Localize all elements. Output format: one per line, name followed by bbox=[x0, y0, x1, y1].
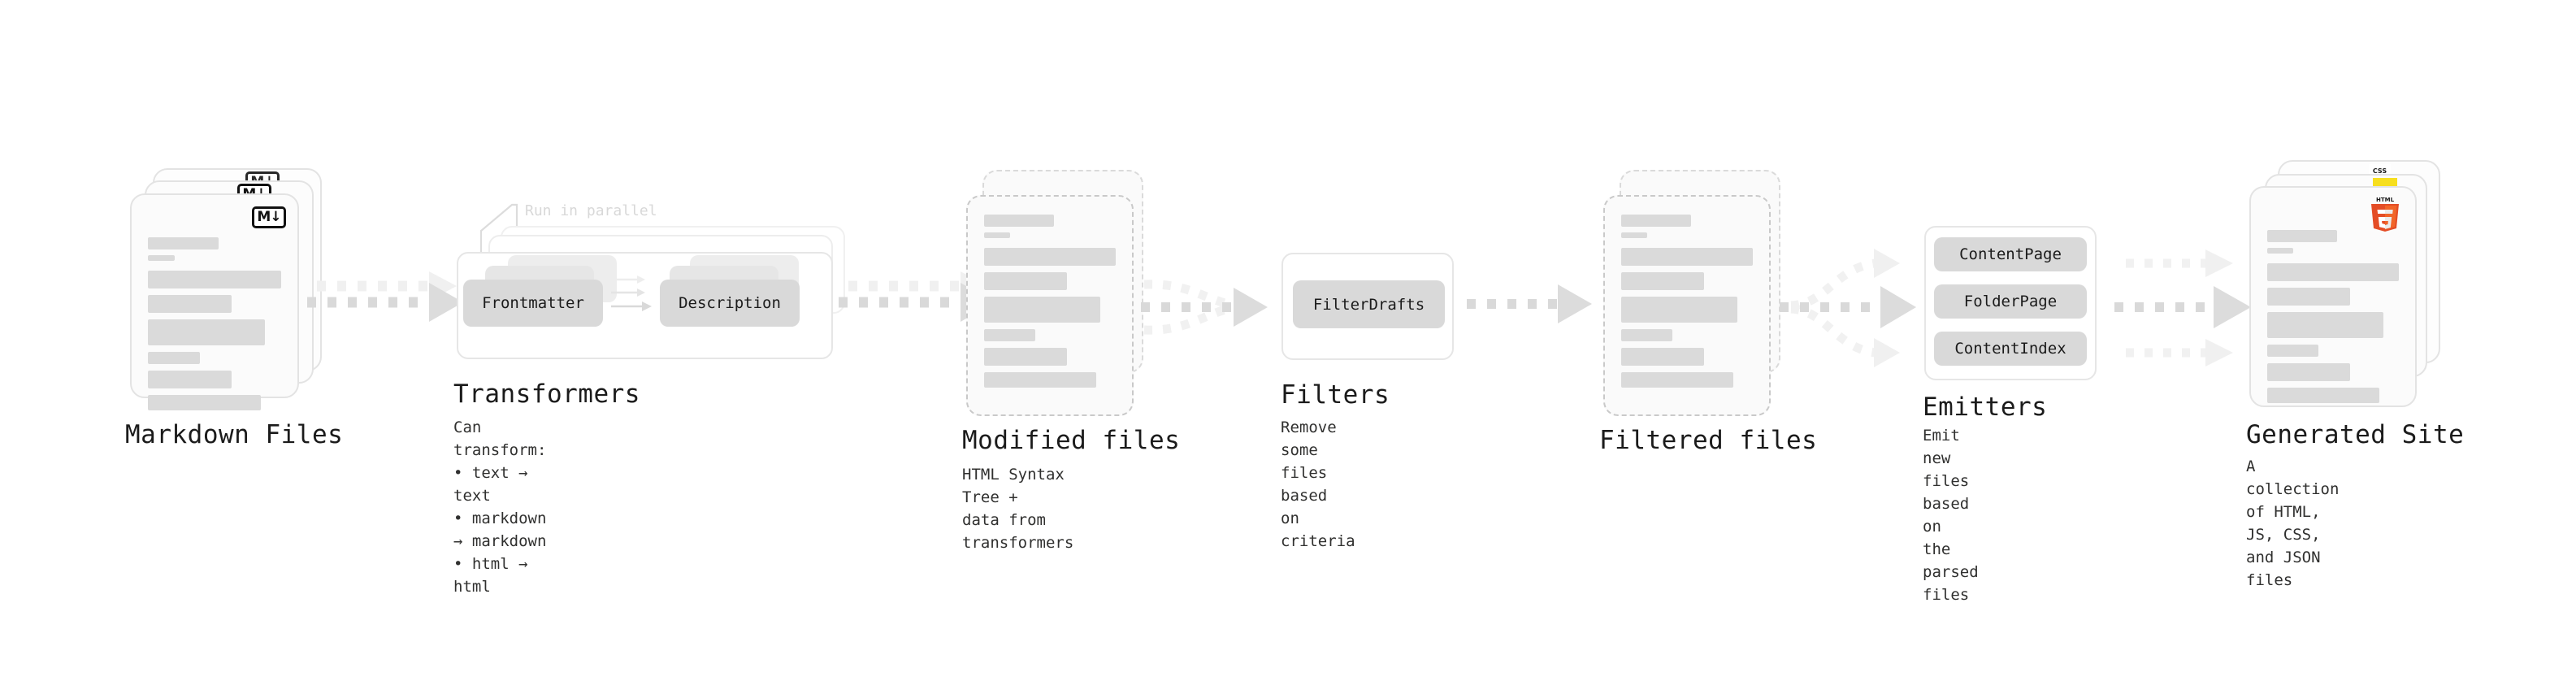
stage-title-filtered-files: Filtered files bbox=[1599, 426, 1818, 455]
content-bar bbox=[2267, 363, 2351, 381]
filtered-card-front bbox=[1603, 195, 1771, 416]
modified-card-front bbox=[966, 195, 1134, 416]
content-bar bbox=[148, 295, 232, 313]
stage-desc-generated-site: A collection of HTML, JS, CSS, and JSON … bbox=[2246, 458, 2340, 589]
content-bar bbox=[984, 329, 1036, 341]
content-bar bbox=[984, 232, 1011, 238]
content-bar bbox=[984, 348, 1068, 366]
connector-markdown-to-transformers bbox=[307, 271, 463, 322]
content-bar bbox=[148, 271, 281, 288]
transformer-chip-description[interactable]: Description bbox=[660, 280, 800, 327]
content-bar bbox=[2267, 345, 2319, 357]
connector-filtered-to-emitters bbox=[1780, 249, 1916, 367]
content-bar bbox=[984, 248, 1116, 266]
content-bar bbox=[984, 215, 1054, 227]
content-bar bbox=[1621, 372, 1733, 388]
stage-desc-filters: Remove some files based on criteria bbox=[1281, 419, 1355, 550]
content-bar bbox=[1621, 248, 1753, 266]
content-bar bbox=[148, 319, 266, 345]
run-in-parallel-label: Run in parallel bbox=[525, 202, 657, 219]
transformer-chip-frontmatter[interactable]: Frontmatter bbox=[463, 280, 603, 327]
html5-icon: HTML bbox=[2371, 197, 2399, 232]
stage-title-markdown-files: Markdown Files bbox=[125, 420, 344, 449]
transformer-inner-arrows bbox=[611, 275, 652, 311]
content-bar bbox=[984, 297, 1100, 323]
content-bar bbox=[148, 395, 262, 410]
connector-filters-to-filtered bbox=[1467, 284, 1592, 323]
content-bar bbox=[148, 255, 175, 261]
stage-desc-modified-files: HTML Syntax Tree + data from transformer… bbox=[962, 466, 1074, 552]
markdown-icon: M↓ bbox=[252, 206, 286, 228]
stage-desc-emitters: Emit new files based on the parsed files bbox=[1923, 427, 1979, 604]
stage-title-modified-files: Modified files bbox=[962, 426, 1181, 455]
stage-title-filters: Filters bbox=[1281, 380, 1390, 410]
markdown-card-content bbox=[148, 237, 281, 410]
content-bar bbox=[1621, 348, 1705, 366]
content-bar bbox=[2267, 230, 2337, 242]
connector-emitters-to-site bbox=[2114, 249, 2251, 367]
stage-title-emitters: Emitters bbox=[1923, 393, 2048, 422]
site-card-front: HTML bbox=[2249, 186, 2417, 407]
content-bar bbox=[1621, 329, 1673, 341]
stage-desc-transformers: Can transform: • text → text • markdown … bbox=[453, 419, 547, 596]
modified-card-content bbox=[984, 215, 1116, 388]
content-bar bbox=[2267, 288, 2351, 306]
content-bar bbox=[2267, 388, 2379, 403]
content-bar bbox=[148, 352, 200, 364]
stage-title-transformers: Transformers bbox=[453, 380, 640, 409]
content-bar bbox=[1621, 232, 1648, 238]
markdown-card-front: M↓ bbox=[130, 193, 299, 410]
connector-modified-to-filters bbox=[1141, 280, 1268, 335]
content-bar bbox=[984, 272, 1068, 290]
content-bar bbox=[1621, 272, 1705, 290]
run-in-parallel-bracket bbox=[479, 203, 518, 255]
content-bar bbox=[1621, 215, 1691, 227]
emitter-chip-contentpage[interactable]: ContentPage bbox=[1934, 237, 2087, 271]
content-bar bbox=[148, 371, 232, 388]
filtered-card-content bbox=[1621, 215, 1753, 388]
site-card-content bbox=[2267, 230, 2399, 403]
stage-title-generated-site: Generated Site bbox=[2246, 420, 2465, 449]
content-bar bbox=[1621, 297, 1737, 323]
content-bar bbox=[2267, 263, 2399, 281]
content-bar bbox=[148, 237, 219, 249]
content-bar bbox=[984, 372, 1096, 388]
content-bar bbox=[2267, 248, 2294, 254]
content-bar bbox=[2267, 312, 2383, 338]
emitter-chip-folderpage[interactable]: FolderPage bbox=[1934, 284, 2087, 319]
emitter-chip-contentindex[interactable]: ContentIndex bbox=[1934, 332, 2087, 366]
svg-text:HTML: HTML bbox=[2376, 197, 2395, 203]
filter-chip-filterdrafts[interactable]: FilterDrafts bbox=[1293, 280, 1445, 328]
